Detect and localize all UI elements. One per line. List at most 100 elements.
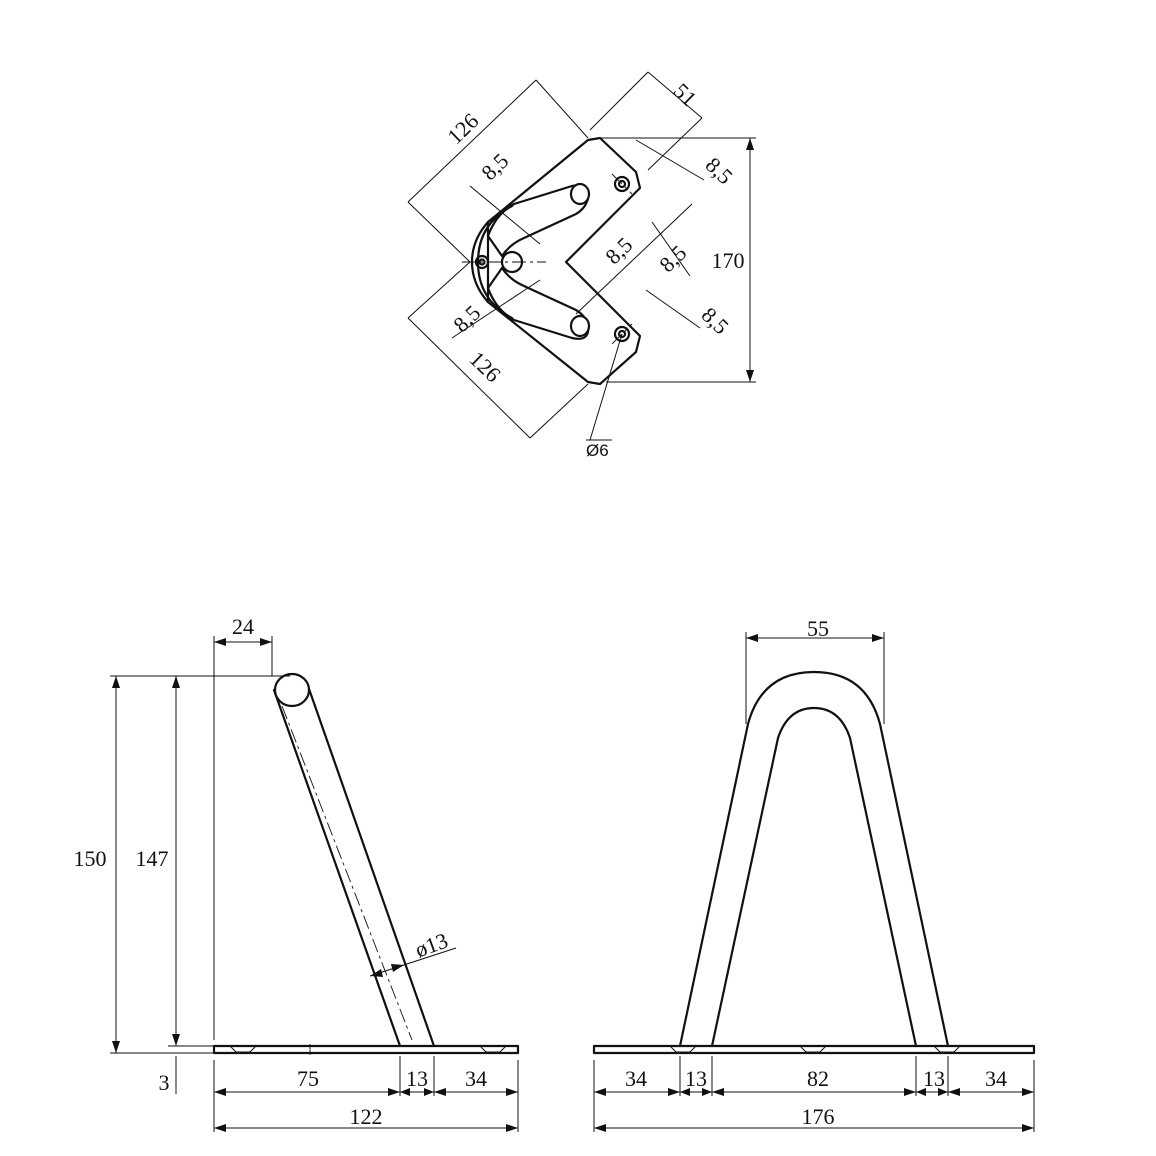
side-rod-left-edge (272, 688, 402, 1048)
top-ext-126a-1 (535, 79, 589, 139)
top-dimline-126a (407, 79, 537, 203)
top-dim-85-c: 8,5 (600, 232, 637, 269)
side-arrow-75-l (214, 1088, 226, 1096)
top-mount-hole-3-inner (478, 258, 486, 266)
top-ext-126b-2 (529, 383, 589, 439)
top-ext-126b-1 (407, 261, 471, 319)
side-dim-rod-dia: ø13 (412, 928, 452, 963)
front-arrow-55-r (872, 634, 884, 642)
side-dim-3: 3 (159, 1070, 170, 1095)
side-dim-122: 122 (350, 1104, 383, 1129)
front-dim-55: 55 (807, 616, 829, 641)
top-dim-51: 51 (669, 78, 702, 111)
front-arrow-34l-r (668, 1088, 680, 1096)
side-arrow-122-l (214, 1124, 226, 1132)
front-arrow-82-l (712, 1088, 724, 1096)
front-dim-34-left: 34 (625, 1066, 647, 1091)
top-dimline-85e (645, 289, 701, 329)
top-rod-bend (476, 204, 514, 320)
front-countersink-2 (799, 1045, 827, 1053)
top-mount-hole-2 (613, 325, 631, 343)
top-dim-170: 170 (712, 248, 745, 273)
front-arrow-13r-r (938, 1088, 948, 1096)
top-dim-85-a: 8,5 (476, 148, 513, 185)
side-rod-centerline (281, 705, 413, 1041)
top-dimline-85b (635, 139, 705, 181)
top-view: 126 51 8,5 8,5 8,5 8,5 8,5 8,5 170 126 Ø… (407, 71, 756, 460)
side-arrow-13-r (424, 1088, 434, 1096)
top-centerline-d2 (611, 323, 633, 345)
front-arrow-34l-l (594, 1088, 606, 1096)
front-arrow-13l-r (702, 1088, 712, 1096)
top-dimline-85d (651, 221, 691, 277)
front-rod-outer (678, 670, 950, 1048)
side-arrow-150-b (112, 1041, 120, 1053)
top-mount-hole-2-inner (617, 329, 627, 339)
side-arrow-rod-2 (391, 964, 404, 972)
front-countersink-3 (933, 1045, 961, 1053)
side-arrow-24-r (260, 638, 272, 646)
side-base-countersink-2 (479, 1045, 507, 1053)
side-dim-34: 34 (465, 1066, 487, 1091)
top-plate-outline (486, 136, 642, 386)
side-arrow-34-r (506, 1088, 518, 1096)
front-arrow-13l-l (680, 1088, 690, 1096)
front-dim-176: 176 (802, 1104, 835, 1129)
top-centerline-d1 (611, 173, 633, 195)
top-leader-hole (589, 333, 623, 441)
side-arrow-147-t (172, 676, 180, 688)
side-dim-13: 13 (406, 1066, 428, 1091)
front-arrow-176-l (594, 1124, 606, 1132)
side-arrow-150-t (112, 676, 120, 688)
front-countersink-1 (669, 1045, 697, 1053)
top-dim-hole: Ø6 (586, 441, 609, 460)
top-ext-51-1 (589, 71, 649, 131)
top-arrow-170-bot (746, 370, 754, 382)
front-rod-inner (710, 706, 918, 1048)
front-dim-13-right: 13 (923, 1066, 945, 1091)
top-rod-end-upper (569, 182, 591, 206)
top-dim-85-b: 8,5 (701, 152, 738, 189)
side-view: 24 150 147 3 ø13 75 13 34 122 (74, 614, 520, 1132)
top-arrow-170-top (746, 138, 754, 150)
top-ext-126a-2 (407, 201, 471, 263)
side-rod-right-edge (306, 684, 436, 1048)
top-dim-85-d: 8,5 (654, 240, 691, 277)
side-rod-end (273, 672, 311, 708)
top-dim-126-upper: 126 (442, 108, 483, 149)
side-base-countersink-1 (229, 1045, 257, 1053)
front-view: 55 34 13 82 13 34 176 (592, 616, 1036, 1132)
side-base-plate (212, 1044, 520, 1055)
side-arrow-147-b (172, 1034, 180, 1046)
side-dimline-rod (369, 947, 457, 977)
front-arrow-176-r (1022, 1124, 1034, 1132)
front-dim-13-left: 13 (685, 1066, 707, 1091)
side-dim-150: 150 (74, 846, 107, 871)
side-dim-147: 147 (136, 846, 169, 871)
top-dimline-51 (647, 71, 703, 119)
side-arrow-rod-1 (370, 969, 383, 977)
top-dim-126-lower: 126 (465, 346, 506, 387)
top-dimline-85c (575, 203, 693, 315)
top-dimline-126b (407, 317, 531, 439)
top-dimline-85a (469, 185, 541, 245)
side-arrow-13-l (400, 1088, 410, 1096)
top-dim-85-e: 8,5 (697, 302, 734, 339)
top-mount-hole-1-inner (617, 179, 627, 189)
top-ext-51-2 (647, 117, 703, 171)
side-dim-75: 75 (297, 1066, 319, 1091)
top-rod-end-lower (569, 314, 591, 338)
side-dim-24: 24 (232, 614, 254, 639)
front-base-plate (592, 1044, 1036, 1055)
front-arrow-34r-r (1022, 1088, 1034, 1096)
front-arrow-13r-l (916, 1088, 926, 1096)
front-arrow-82-r (904, 1088, 916, 1096)
top-mount-hole-1 (613, 175, 631, 193)
front-arrow-55-l (746, 634, 758, 642)
side-arrow-75-r (388, 1088, 400, 1096)
top-dimline-85f (451, 279, 541, 339)
front-dim-82: 82 (807, 1066, 829, 1091)
side-arrow-34-l (434, 1088, 446, 1096)
side-arrow-24-l (214, 638, 226, 646)
